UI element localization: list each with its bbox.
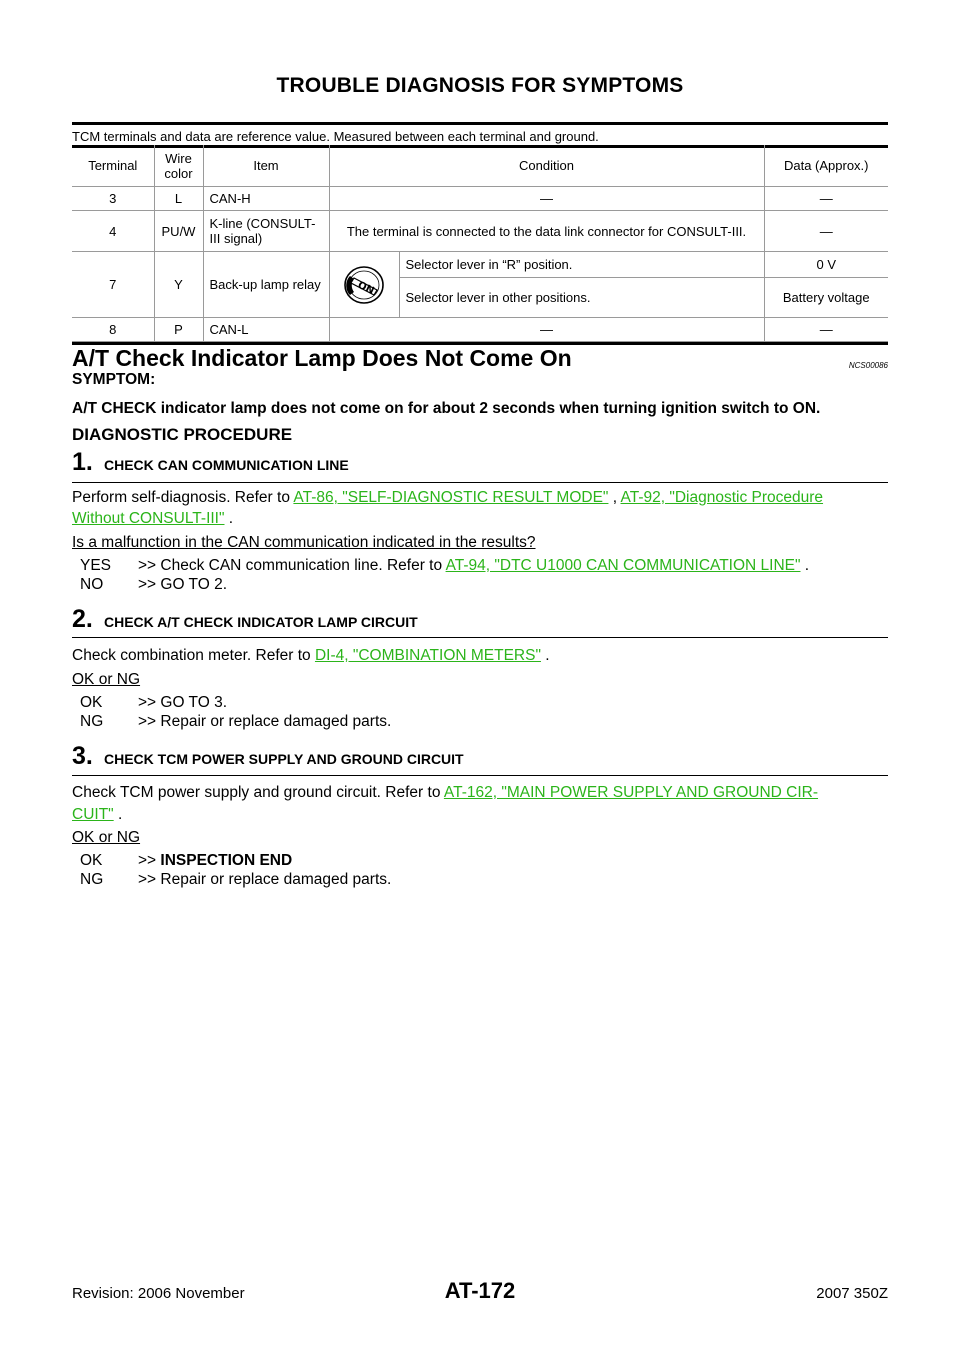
item-cell: CAN-L <box>202 317 330 342</box>
terminal-table: Terminal Wire color Item Condition Data … <box>72 145 888 342</box>
step-title: CHECK A/T CHECK INDICATOR LAMP CIRCUIT <box>104 614 418 630</box>
link-self-diagnostic-result-mode[interactable]: AT-86, "SELF-DIAGNOSTIC RESULT MODE" <box>293 489 609 506</box>
step-3-text-line2: CUIT" . <box>72 806 123 823</box>
condition-cell: — <box>328 186 765 211</box>
wire-cell: PU/W <box>153 210 204 252</box>
header-condition: Condition <box>328 145 765 187</box>
wire-cell: L <box>153 186 204 211</box>
header-rule <box>72 122 888 125</box>
data-cell: — <box>763 210 888 252</box>
procedure-label: DIAGNOSTIC PROCEDURE <box>72 425 293 444</box>
step-3-heading: 3. CHECK TCM POWER SUPPLY AND GROUND CIR… <box>72 742 464 771</box>
section-code: NCS00086 <box>848 361 888 370</box>
step-2-question: OK or NG <box>72 671 141 688</box>
footer-model: 2007 350Z <box>816 1285 888 1302</box>
terminal-cell: 4 <box>72 210 155 252</box>
step-1-no: NO >> GO TO 2. <box>80 576 228 593</box>
condition-cell: Selector lever in other positions. <box>399 277 765 318</box>
step-number: 1. <box>72 448 93 476</box>
wire-cell: P <box>153 317 204 342</box>
terminal-cell: 8 <box>72 317 155 342</box>
step-title: CHECK TCM POWER SUPPLY AND GROUND CIRCUI… <box>104 751 464 767</box>
step-number: 3. <box>72 742 93 770</box>
table-row: 7 Y Back-up lamp relay ON Selector lever… <box>72 251 888 318</box>
terminal-cell: 3 <box>72 186 155 211</box>
terminal-cell: 7 <box>72 251 155 318</box>
header-data: Data (Approx.) <box>763 145 888 187</box>
section-title: A/T Check Indicator Lamp Does Not Come O… <box>72 345 572 371</box>
data-cell: — <box>763 317 888 342</box>
condition-cell: The terminal is connected to the data li… <box>328 210 765 252</box>
step-2-text: Check combination meter. Refer to DI-4, … <box>72 647 550 664</box>
link-diagnostic-procedure[interactable]: AT-92, "Diagnostic Procedure <box>620 489 824 506</box>
link-main-power-supply[interactable]: AT-162, "MAIN POWER SUPPLY AND GROUND CI… <box>443 784 819 801</box>
step-3-question: OK or NG <box>72 829 141 846</box>
link-combination-meters[interactable]: DI-4, "COMBINATION METERS" <box>314 647 541 664</box>
symptom-label: SYMPTOM: <box>72 371 156 388</box>
step-number: 2. <box>72 605 93 633</box>
step-3-ok: OK >> INSPECTION END <box>80 852 293 869</box>
footer-page-number: AT-172 <box>444 1278 516 1303</box>
condition-cell: Selector lever in “R” position. <box>398 251 765 278</box>
step-3-ng: NG >> Repair or replace damaged parts. <box>80 871 392 888</box>
data-cell: Battery voltage <box>763 277 888 318</box>
ignition-icon-cell: ON <box>328 251 400 318</box>
header-terminal: Terminal <box>72 145 155 187</box>
header-wire-color: Wire color <box>153 145 204 187</box>
step-title: CHECK CAN COMMUNICATION LINE <box>104 457 349 473</box>
step-2-ng: NG >> Repair or replace damaged parts. <box>80 713 392 730</box>
condition-cell: — <box>328 317 765 342</box>
step-3-text: Check TCM power supply and ground circui… <box>72 784 819 801</box>
step-2-heading: 2. CHECK A/T CHECK INDICATOR LAMP CIRCUI… <box>72 605 418 634</box>
step-2-ok: OK >> GO TO 3. <box>80 694 228 711</box>
symptom-text: A/T CHECK indicator lamp does not come o… <box>72 400 821 417</box>
ignition-on-icon: ON <box>344 265 384 304</box>
page-title: TROUBLE DIAGNOSIS FOR SYMPTOMS <box>276 74 684 97</box>
intro-text: TCM terminals and data are reference val… <box>72 129 599 144</box>
step-1-text: Perform self-diagnosis. Refer to AT-86, … <box>72 489 824 506</box>
footer-revision: Revision: 2006 November <box>72 1285 245 1302</box>
step-1-question: Is a malfunction in the CAN communicatio… <box>72 534 536 551</box>
link-without-consult[interactable]: Without CONSULT-III" <box>72 510 225 527</box>
step-1-text-line2: Without CONSULT-III" . <box>72 510 234 527</box>
step-1-heading: 1. CHECK CAN COMMUNICATION LINE <box>72 448 349 477</box>
data-cell: 0 V <box>763 251 888 278</box>
wire-cell: Y <box>153 251 204 318</box>
step-3-rule <box>72 775 888 776</box>
item-cell: Back-up lamp relay <box>202 251 330 318</box>
item-cell: CAN-H <box>202 186 330 211</box>
step-1-yes: YES >> Check CAN communication line. Ref… <box>80 557 810 574</box>
table-row: 8 P CAN-L — — <box>72 317 888 342</box>
step-2-rule <box>72 637 888 638</box>
step-1-rule <box>72 482 888 483</box>
table-row: 3 L CAN-H — — <box>72 186 888 211</box>
data-cell: — <box>763 186 888 211</box>
item-cell: K-line (CONSULT-III signal) <box>202 210 330 252</box>
table-row: 4 PU/W K-line (CONSULT-III signal) The t… <box>72 210 888 252</box>
link-dtc-u1000[interactable]: AT-94, "DTC U1000 CAN COMMUNICATION LINE… <box>445 557 801 574</box>
table-bottom-rule <box>72 342 888 345</box>
header-item: Item <box>202 145 330 187</box>
link-main-power-supply-cont[interactable]: CUIT" <box>72 806 114 823</box>
